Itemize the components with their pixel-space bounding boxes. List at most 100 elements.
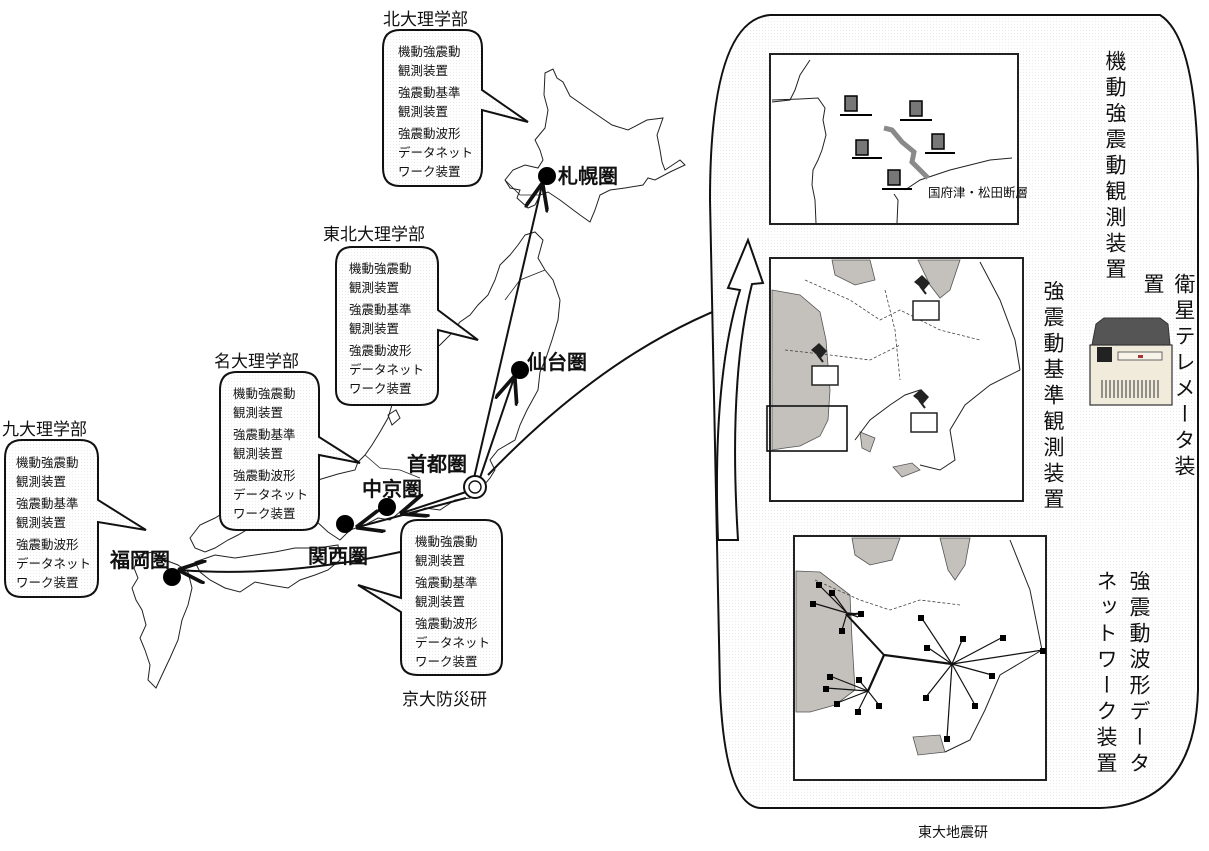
network-links — [812, 583, 1044, 739]
equipment-line: 観測装置 — [233, 405, 284, 420]
fault-area-box — [766, 405, 848, 452]
equipment-line: 観測装置 — [349, 321, 400, 336]
bubble-text-nagoya: 機動強震動 観測装置 強震動基準 観測装置 強震動波形 データネット ワーク装置 — [233, 384, 308, 523]
satellite-telemetry-device-icon — [1089, 317, 1173, 406]
equipment-line: 観測装置 — [398, 63, 449, 78]
bubble-kyoto — [357, 519, 503, 676]
satellite-telemetry-label-cont: 置 — [1141, 273, 1165, 299]
city-dot-icon — [538, 167, 556, 185]
equipment-line: 観測装置 — [415, 594, 466, 609]
city-dot-icon — [336, 515, 354, 533]
city-label-fukuoka: 福岡圏 — [110, 548, 170, 572]
equipment-line: ワーク装置 — [415, 654, 478, 669]
equipment-line: 機動強震動 — [398, 44, 461, 59]
equipment-line: ワーク装置 — [16, 575, 79, 590]
city-label-sapporo: 札幌圏 — [558, 164, 618, 188]
seismometer-icon — [882, 169, 912, 190]
institution-label-kyoto: 京大防災研 — [402, 690, 487, 710]
equipment-line: ワーク装置 — [349, 381, 412, 396]
mobile-equipment-label: 機動強震動観測装置 — [1103, 50, 1127, 284]
panel-caption: 東大地震研 — [918, 825, 988, 841]
equipment-line: 観測装置 — [233, 446, 284, 461]
arrow-to-sendai — [479, 378, 514, 479]
bubble-nagoya — [219, 371, 361, 531]
bubble-hokudai — [382, 29, 529, 187]
equipment-line: データネット — [349, 362, 425, 377]
fault-label: 国府津・松田断層 — [928, 185, 1029, 200]
hokkaido-outline — [504, 68, 686, 223]
shikoku-outline — [194, 544, 341, 593]
institution-label-nagoya: 名大理学部 — [214, 352, 299, 372]
telemetry-device-icon — [912, 300, 940, 321]
city-label-tokyo: 首都圏 — [407, 452, 467, 476]
station-node — [989, 673, 995, 679]
institution-label-hokudai: 北大理学部 — [383, 10, 468, 30]
equipment-line: データネット — [398, 145, 474, 160]
equipment-line: 機動強震動 — [233, 386, 296, 401]
zoom-up-arrow — [715, 237, 765, 541]
equipment-line: 強震動波形 — [398, 126, 461, 141]
equipment-line: ワーク装置 — [398, 164, 461, 179]
station-node — [944, 736, 950, 742]
satellite-telemetry-label: 衛星テレメータ装 — [1172, 273, 1196, 481]
station-node — [1040, 648, 1046, 654]
city-label-sendai: 仙台圏 — [527, 350, 587, 374]
equipment-line: 観測装置 — [398, 104, 449, 119]
station-node — [816, 582, 822, 588]
equipment-line: 強震動基準 — [16, 496, 79, 511]
fault-line — [883, 125, 930, 180]
reference-equipment-label: 強震動基準観測装置 — [1041, 280, 1065, 514]
satellite-dish-icon — [913, 389, 929, 409]
reference-stations-map — [766, 257, 1024, 502]
arrow-to-kansai — [358, 497, 467, 527]
institution-label-tohoku: 東北大理学部 — [323, 225, 425, 245]
equipment-line: データネット — [16, 556, 92, 571]
equipment-line: 機動強震動 — [16, 455, 79, 470]
hub-ring-icon — [463, 475, 487, 499]
seismometer-icon — [900, 100, 932, 121]
network-equipment-label: 強震動波形データ — [1127, 570, 1151, 778]
equipment-line: 観測装置 — [349, 280, 400, 295]
seismometer-icon — [852, 139, 882, 159]
city-dot-icon — [511, 361, 529, 379]
equipment-line: 観測装置 — [415, 553, 466, 568]
seismometer-icon — [840, 95, 872, 116]
station-node — [876, 703, 882, 709]
equipment-line: 観測装置 — [16, 515, 67, 530]
station-node — [834, 701, 840, 707]
telemetry-device-icon — [811, 365, 839, 386]
network-stations — [810, 582, 1046, 742]
equipment-line: 強震動基準 — [415, 575, 478, 590]
bubble-text-kyoto: 機動強震動 観測装置 強震動基準 観測装置 強震動波形 データネット ワーク装置 — [415, 532, 490, 671]
equipment-line: 機動強震動 — [349, 261, 412, 276]
station-node — [855, 709, 861, 715]
telemetry-device-icon — [910, 412, 938, 433]
equipment-line: 強震動基準 — [398, 85, 461, 100]
city-markers — [163, 167, 556, 586]
station-node — [960, 636, 966, 642]
bubble-tohoku — [335, 246, 479, 406]
city-dot-icon — [163, 568, 181, 586]
network-map — [793, 535, 1047, 781]
equipment-line: ワーク装置 — [233, 506, 296, 521]
equipment-line: 機動強震動 — [415, 534, 478, 549]
arrow-to-sapporo — [473, 185, 542, 479]
equipment-line: データネット — [415, 635, 491, 650]
equipment-line: 強震動基準 — [349, 302, 412, 317]
city-label-kansai: 関西圏 — [308, 544, 368, 568]
mobile-stations-map — [769, 53, 1019, 225]
institution-label-kyushu: 九大理学部 — [2, 420, 87, 440]
station-node — [972, 703, 978, 709]
bubble-text-hokudai: 機動強震動 観測装置 強震動基準 観測装置 強震動波形 データネット ワーク装置 — [398, 42, 473, 181]
station-node — [839, 628, 845, 634]
station-node — [924, 645, 930, 651]
network-equipment-label-cont: ネットワーク装置 — [1094, 570, 1118, 778]
city-dot-icon — [378, 498, 396, 516]
arrow-to-chukyo — [402, 491, 467, 513]
equipment-line: 強震動基準 — [233, 427, 296, 442]
equipment-line: 観測装置 — [16, 474, 67, 489]
station-node — [827, 674, 833, 680]
equipment-line: 強震動波形 — [233, 468, 296, 483]
equipment-line: 強震動波形 — [349, 343, 412, 358]
